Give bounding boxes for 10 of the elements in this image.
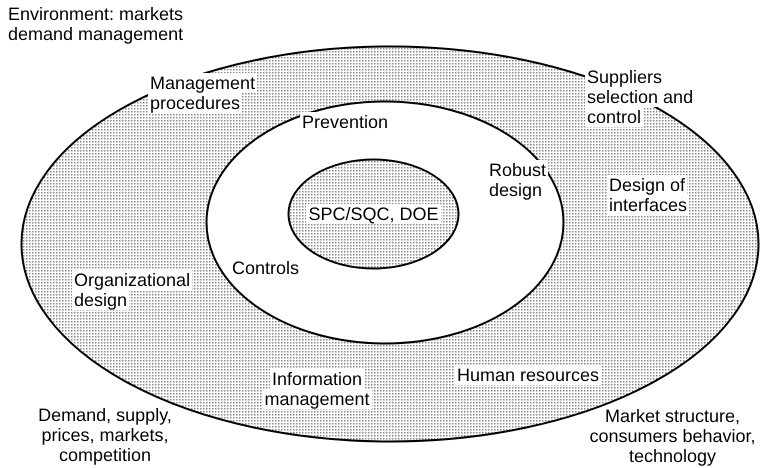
ring-label: SPC/SQC, DOE bbox=[305, 204, 442, 224]
ring-label: Information management bbox=[261, 369, 373, 409]
environment-note: Environment: markets demand management bbox=[8, 4, 184, 44]
ring-label: Human resources bbox=[455, 365, 602, 385]
environment-note: Market structure, consumers behavior, technology bbox=[588, 406, 757, 466]
ring-label: Management procedures bbox=[148, 73, 258, 113]
environment-note: Demand, supply, prices, markets, competition bbox=[37, 405, 173, 465]
outer-ellipse bbox=[20, 45, 760, 443]
ring-label: Design of interfaces bbox=[607, 175, 690, 215]
ring-label: Robust design bbox=[487, 160, 550, 200]
